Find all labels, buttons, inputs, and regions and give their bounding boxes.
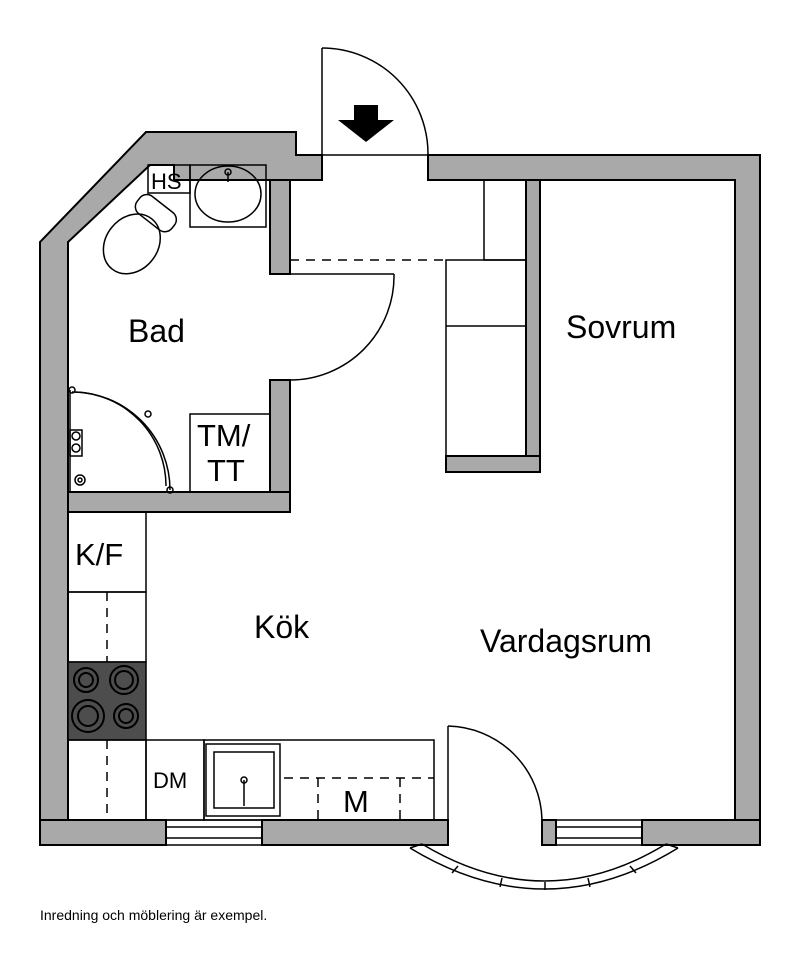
wall-south-2 xyxy=(261,819,449,846)
wall-northeast xyxy=(427,154,761,846)
tm-tt-unit xyxy=(189,413,271,493)
sink-basin xyxy=(213,751,275,809)
room-label-vardagsrum: Vardagsrum xyxy=(480,623,652,659)
wall-south-3 xyxy=(541,819,557,846)
disclaimer-note: Inredning och möblering är exempel. xyxy=(40,907,267,923)
entrance-arrow-icon xyxy=(338,105,394,142)
room-label-bad: Bad xyxy=(128,313,185,349)
fixture-label-tm: TM/ xyxy=(197,418,251,453)
fixture-label-kf: K/F xyxy=(75,537,123,572)
stove-burners xyxy=(71,665,139,733)
toilet xyxy=(102,193,178,275)
bath-wall-upper xyxy=(269,179,291,275)
bedroom-wall-vertical xyxy=(525,179,541,473)
balcony-door xyxy=(447,725,543,845)
bath-wall-bottom xyxy=(67,491,291,513)
wall-south-1 xyxy=(39,819,167,846)
outer-walls xyxy=(39,131,761,846)
entrance-door xyxy=(321,47,429,156)
fixture-label-hs: HS xyxy=(151,169,182,194)
counter-bottom xyxy=(203,739,435,821)
interior-walls xyxy=(67,179,541,513)
shower xyxy=(68,386,174,494)
bedroom-wall-bottom xyxy=(445,455,541,473)
room-label-sovrum: Sovrum xyxy=(566,309,676,345)
room-label-kok: Kök xyxy=(254,609,310,645)
fixture-label-tt: TT xyxy=(207,453,245,488)
wall-south-4 xyxy=(641,819,761,846)
windows xyxy=(165,819,643,846)
bathroom-door xyxy=(289,273,395,381)
wardrobe xyxy=(445,179,527,457)
bathroom-fixtures xyxy=(68,164,271,494)
fixture-label-dm: DM xyxy=(153,768,187,793)
kitchen-fixtures xyxy=(67,511,435,821)
sink-outer xyxy=(205,743,281,817)
washbasin-unit xyxy=(189,164,267,228)
fixture-label-m: M xyxy=(343,784,369,819)
washbasin xyxy=(194,165,262,223)
bay-window xyxy=(409,843,679,890)
